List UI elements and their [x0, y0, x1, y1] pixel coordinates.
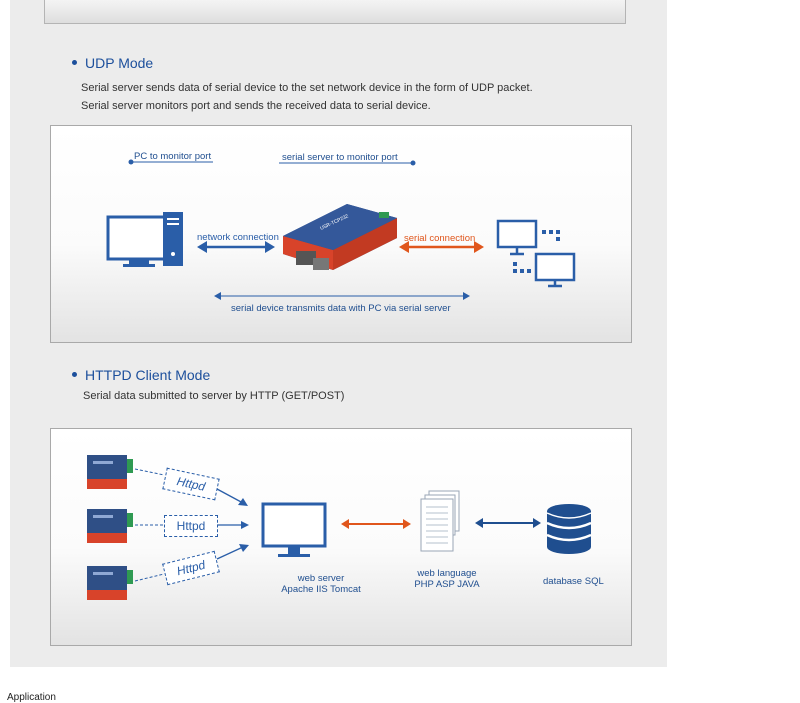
udp-mode-heading: UDP Mode	[72, 55, 153, 71]
udp-desc-line2: Serial server monitors port and sends th…	[81, 100, 431, 112]
udp-diagram: PC to monitor port serial server to moni…	[50, 125, 632, 343]
server-monitor-pin-icon	[279, 160, 416, 166]
pc-monitor-pin-icon	[128, 159, 213, 165]
previous-diagram-box	[44, 0, 626, 24]
udp-diagram-graphics: USR-TCP232	[106, 159, 576, 300]
bullet-icon	[72, 371, 77, 377]
database-icon	[546, 504, 592, 554]
serial-double-arrow-icon	[399, 241, 484, 253]
web-language-line2: PHP ASP JAVA	[414, 579, 480, 590]
pc-computer-icon	[106, 212, 183, 267]
server-language-arrow-icon	[341, 519, 411, 529]
bottom-double-arrow-icon	[214, 292, 470, 300]
udp-mode-title: UDP Mode	[85, 55, 154, 71]
pc-monitor-port-label: PC to monitor port	[134, 151, 212, 162]
application-section-heading: Application	[7, 692, 56, 703]
web-server-label: web server Apache IIS Tomcat	[273, 573, 369, 595]
server-monitor-port-label: serial server to monitor port	[282, 152, 398, 163]
web-language-line1: web language	[417, 568, 477, 579]
language-database-arrow-icon	[475, 518, 541, 528]
httpd-tag-2: Httpd	[164, 515, 218, 537]
serial-server-device-icon-1	[87, 455, 133, 489]
serial-server-device-icon-3	[87, 566, 133, 600]
web-language-label: web language PHP ASP JAVA	[401, 568, 493, 590]
httpd-description: Serial data submitted to server by HTTP …	[83, 390, 345, 402]
bullet-icon	[72, 59, 77, 65]
serial-server-device-icon-2	[87, 509, 133, 543]
serial-connection-label: serial connection	[404, 233, 476, 244]
web-server-monitor-icon	[261, 502, 327, 557]
httpd-arrow-2-icon	[135, 521, 249, 529]
database-label: database SQL	[543, 576, 604, 587]
httpd-arrow-1-icon	[134, 468, 248, 506]
httpd-arrow-3-icon	[134, 544, 249, 582]
web-server-line1: web server	[297, 573, 345, 584]
httpd-diagram: web server Apache IIS Tomcat web languag…	[50, 428, 632, 646]
udp-desc-line1: Serial server sends data of serial devic…	[81, 82, 533, 94]
network-connection-label: network connection	[197, 232, 279, 243]
httpd-diagram-graphics	[87, 455, 592, 600]
web-language-document-icon	[420, 490, 460, 552]
udp-description: Serial server sends data of serial devic…	[81, 79, 533, 115]
transmit-data-label: serial device transmits data with PC via…	[231, 303, 451, 314]
httpd-mode-title: HTTPD Client Mode	[85, 367, 211, 383]
network-double-arrow-icon	[197, 241, 275, 253]
web-server-line2: Apache IIS Tomcat	[281, 584, 361, 595]
httpd-mode-heading: HTTPD Client Mode	[72, 367, 210, 383]
serial-server-device-icon: USR-TCP232	[283, 204, 397, 270]
serial-device-monitors-icon	[496, 219, 576, 288]
